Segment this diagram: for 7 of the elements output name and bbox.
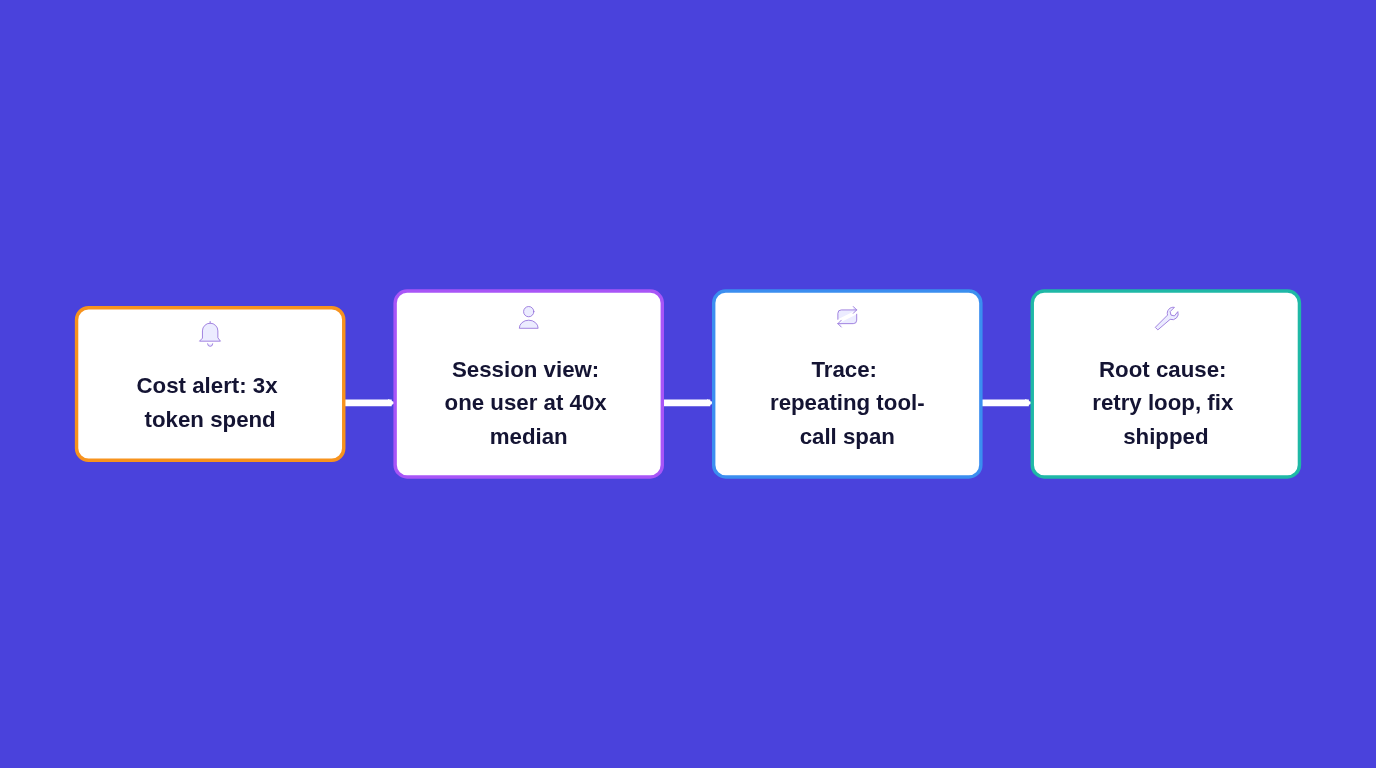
arrow bbox=[980, 399, 1033, 407]
node-box: Cost alert: 3x token spend bbox=[74, 306, 346, 462]
node-box: Root cause: retry loop, fix shipped bbox=[1030, 289, 1302, 479]
arrow bbox=[662, 399, 715, 407]
node-box: Session view: one user at 40x median bbox=[393, 289, 665, 479]
node-box: Trace: repeating tool-call span bbox=[711, 289, 983, 479]
arrow bbox=[343, 399, 396, 407]
